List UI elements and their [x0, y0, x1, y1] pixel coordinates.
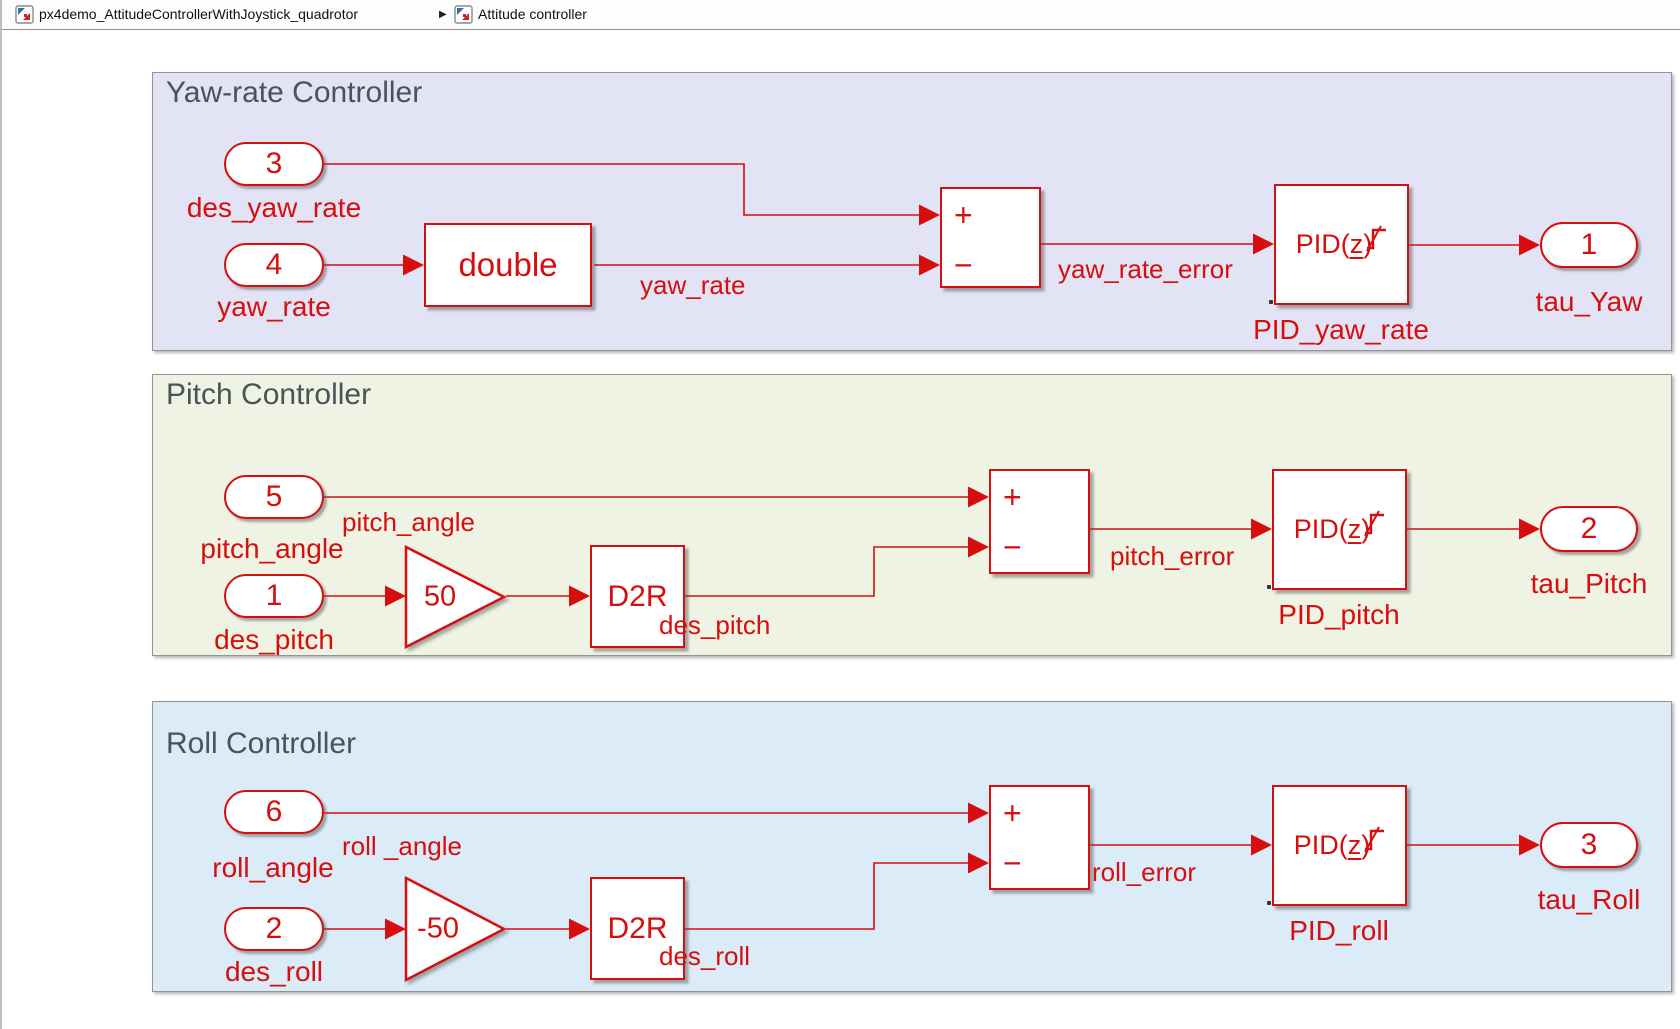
outport-2-label[interactable]: tau_Pitch	[1530, 568, 1648, 599]
inport-6-label[interactable]: roll_angle	[212, 852, 334, 883]
roll-sum-block[interactable]: + −	[989, 785, 1090, 890]
yaw-rate-error-label[interactable]: yaw_rate_error	[1058, 254, 1233, 284]
d2r-block-text: D2R	[607, 911, 668, 945]
pid-block-face: PID(z)	[1296, 225, 1388, 260]
pitch-gain-value: 50	[423, 580, 457, 613]
inport-3-label[interactable]: des_yaw_rate	[186, 192, 362, 223]
inport-5-number: 5	[265, 480, 283, 513]
roll-error-label[interactable]: roll_error	[1092, 857, 1197, 887]
breadcrumb-model[interactable]: px4demo_AttitudeControllerWithJoystick_q…	[39, 6, 359, 22]
roll-angle-signal-label[interactable]: roll _angle	[342, 831, 462, 861]
sum-plus-sign: +	[954, 197, 973, 233]
inport-6[interactable]: 6	[224, 790, 324, 834]
inport-1-label[interactable]: des_pitch	[214, 624, 334, 655]
sum-plus-sign: +	[1003, 479, 1022, 515]
pid-roll-label[interactable]: PID_roll	[1289, 915, 1389, 946]
d2r-block-text: D2R	[607, 579, 668, 613]
data-type-conversion-block[interactable]: double	[424, 223, 592, 307]
sum-minus-sign: −	[1003, 845, 1022, 881]
pid-yaw-rate-label[interactable]: PID_yaw_rate	[1253, 314, 1429, 345]
pid-block-face: PID(z)	[1294, 826, 1386, 861]
pid-pitch-label[interactable]: PID_pitch	[1278, 599, 1400, 630]
inport-4[interactable]: 4	[224, 243, 324, 287]
sum-minus-sign: −	[954, 247, 973, 283]
inport-4-number: 4	[265, 248, 283, 281]
outport-1-number: 1	[1580, 228, 1598, 261]
pid-block-face: PID(z)	[1294, 510, 1386, 545]
pitch-sum-block[interactable]: + −	[989, 469, 1090, 574]
pitch-error-label[interactable]: pitch_error	[1110, 541, 1235, 571]
inport-5[interactable]: 5	[224, 475, 324, 519]
inport-3[interactable]: 3	[224, 142, 324, 186]
yaw-area-title[interactable]: Yaw-rate Controller	[166, 76, 423, 109]
outport-1-label[interactable]: tau_Yaw	[1535, 286, 1643, 317]
inport-2[interactable]: 2	[224, 907, 324, 951]
roll-gain-value: -50	[417, 912, 459, 945]
inport-5-label[interactable]: pitch_angle	[200, 533, 344, 564]
discrete-step-icon	[1366, 225, 1387, 251]
block-corner-dot	[1267, 901, 1271, 905]
outport-3-number: 3	[1580, 828, 1598, 861]
sum-plus-sign: +	[1003, 795, 1022, 831]
pid-yaw-rate-block[interactable]: PID(z)	[1274, 184, 1409, 305]
inport-1[interactable]: 1	[224, 574, 324, 618]
wire-des-pitch[interactable]	[685, 546, 968, 597]
pid-roll-block[interactable]: PID(z)	[1272, 785, 1407, 906]
inport-3-number: 3	[265, 147, 283, 180]
sum-minus-sign: −	[1003, 529, 1022, 565]
inport-4-label[interactable]: yaw_rate	[217, 291, 331, 322]
des-roll-signal-label[interactable]: des_roll	[659, 941, 751, 971]
roll-d2r-block[interactable]: D2R	[590, 877, 685, 980]
inport-2-number: 2	[265, 912, 283, 945]
outport-3[interactable]: 3	[1540, 822, 1638, 868]
pitch-area-title[interactable]: Pitch Controller	[166, 378, 372, 411]
inport-6-number: 6	[265, 795, 283, 828]
discrete-step-icon	[1364, 510, 1385, 536]
outport-2-number: 2	[1580, 512, 1598, 545]
outport-3-label[interactable]: tau_Roll	[1537, 884, 1641, 915]
pitch-angle-signal-label[interactable]: pitch_angle	[342, 507, 475, 537]
block-corner-dot	[1269, 300, 1273, 304]
subsystem-icon	[454, 5, 473, 24]
conversion-block-text: double	[458, 246, 558, 283]
discrete-step-icon	[1364, 826, 1385, 852]
wire-des-yaw-rate[interactable]	[324, 163, 919, 216]
inport-1-number: 1	[265, 579, 283, 612]
outport-2[interactable]: 2	[1540, 506, 1638, 552]
yaw-rate-signal-label[interactable]: yaw_rate	[640, 270, 746, 300]
roll-area-title[interactable]: Roll Controller	[166, 727, 357, 760]
outport-1[interactable]: 1	[1540, 222, 1638, 268]
breadcrumb-separator-icon: ▶	[439, 9, 447, 20]
wire-des-roll[interactable]	[685, 862, 968, 930]
breadcrumb: px4demo_AttitudeControllerWithJoystick_q…	[2, 0, 1680, 30]
pitch-d2r-block[interactable]: D2R	[590, 545, 685, 648]
pid-pitch-block[interactable]: PID(z)	[1272, 469, 1407, 590]
model-icon	[15, 5, 34, 24]
breadcrumb-subsystem[interactable]: Attitude controller	[478, 6, 587, 22]
des-pitch-signal-label[interactable]: des_pitch	[659, 610, 771, 640]
inport-2-label[interactable]: des_roll	[224, 956, 324, 987]
block-corner-dot	[1267, 585, 1271, 589]
yaw-sum-block[interactable]: + −	[940, 187, 1041, 288]
yaw-rate-controller-area[interactable]	[152, 72, 1672, 351]
